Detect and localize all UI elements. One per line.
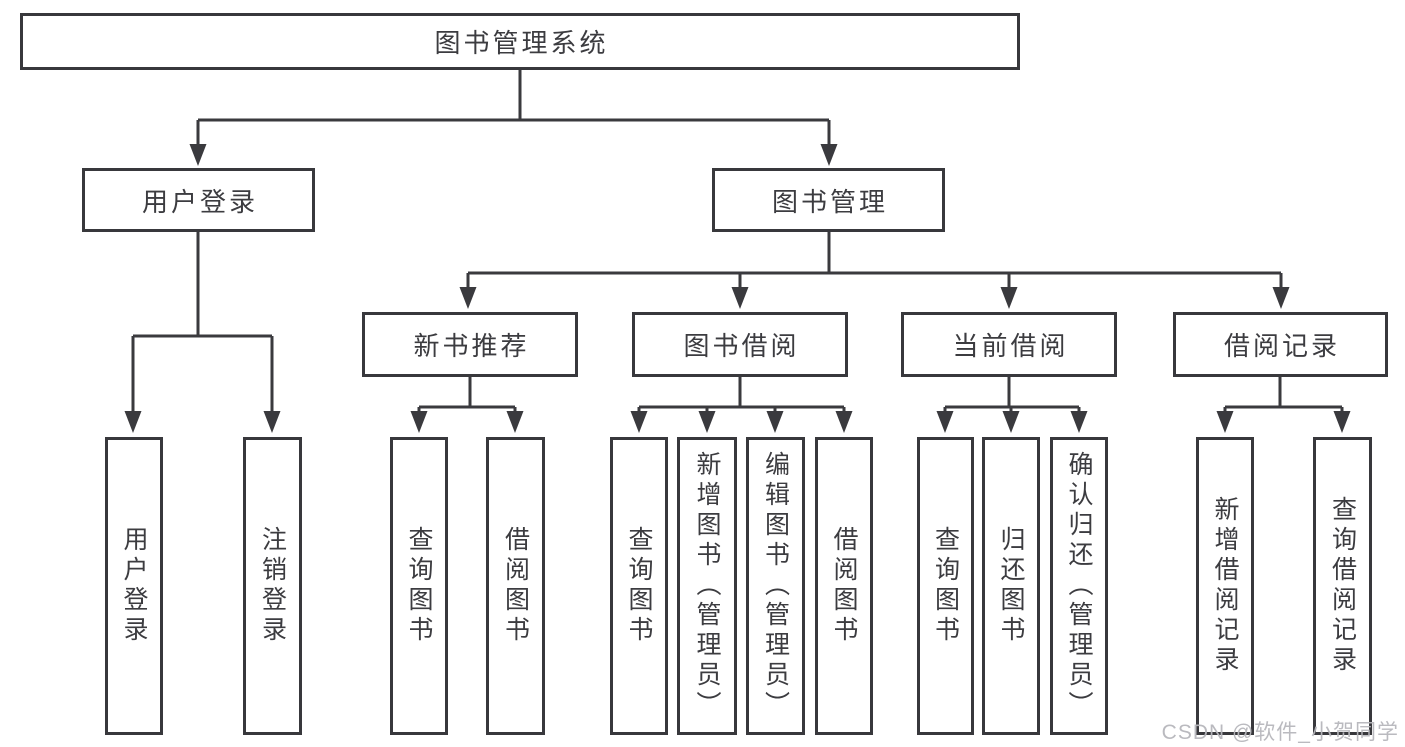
leaf-cb-return-book: 归还图书 [982,437,1040,735]
node-book-borrow: 图书借阅 [632,312,848,377]
node-borrow-record: 借阅记录 [1173,312,1388,377]
node-current-borrow: 当前借阅 [901,312,1117,377]
leaf-br-add-record: 新增借阅记录 [1196,437,1254,735]
leaf-cb-query-book: 查询图书 [917,437,974,735]
node-book-management: 图书管理 [712,168,945,232]
leaf-user-login: 用户登录 [105,437,163,735]
leaf-logout: 注销登录 [243,437,302,735]
leaf-cb-confirm-return-admin: 确认归还（管理员） [1050,437,1108,735]
node-user-login: 用户登录 [82,168,315,232]
leaf-br-query-record: 查询借阅记录 [1313,437,1372,735]
leaf-bb-borrow-book: 借阅图书 [815,437,873,735]
node-new-book-recommend: 新书推荐 [362,312,578,377]
leaf-bb-query-book: 查询图书 [610,437,668,735]
leaf-nbr-borrow-book: 借阅图书 [486,437,545,735]
leaf-bb-add-book-admin: 新增图书（管理员） [677,437,737,735]
node-root-system: 图书管理系统 [20,13,1020,70]
leaf-bb-edit-book-admin: 编辑图书（管理员） [746,437,805,735]
csdn-watermark: CSDN @软件_小贺同学 [1161,721,1399,744]
leaf-nbr-query-book: 查询图书 [390,437,448,735]
